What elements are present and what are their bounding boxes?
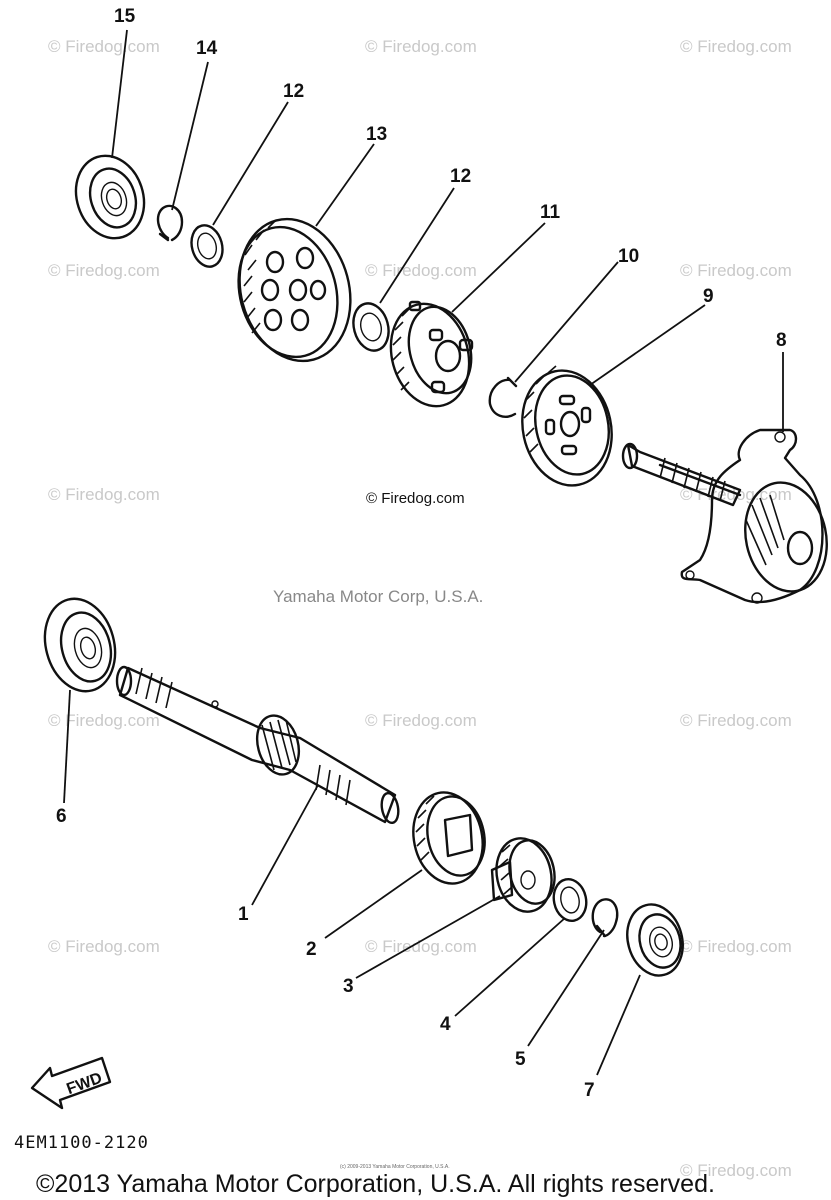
watermark: © Firedog.com	[48, 37, 160, 56]
part-1-main-shaft	[115, 665, 400, 825]
watermark: © Firedog.com	[680, 1161, 792, 1180]
watermark: © Firedog.com	[680, 711, 792, 730]
callout-2: 2	[306, 939, 317, 960]
fwd-label: FWD	[64, 1070, 104, 1098]
part-14-circlip	[156, 204, 184, 242]
part-4-washer	[552, 877, 588, 923]
callout-13: 13	[366, 124, 387, 145]
callout-14: 14	[196, 38, 218, 59]
part-9-gear-plate	[521, 365, 613, 487]
part-12-washer-lower	[352, 302, 390, 352]
center-watermark: © Firedog.com	[366, 490, 465, 507]
fwd-arrow-icon: FWD	[30, 1056, 112, 1110]
copyright-notice: ©2013 Yamaha Motor Corporation, U.S.A. A…	[36, 1170, 715, 1198]
part-7-bearing	[626, 903, 684, 977]
part-5-circlip	[591, 898, 619, 938]
callout-11: 11	[540, 202, 561, 223]
callout-5: 5	[515, 1049, 526, 1070]
watermark: © Firedog.com	[365, 937, 477, 956]
part-6-bearing	[43, 597, 117, 693]
watermark: © Firedog.com	[365, 37, 477, 56]
callout-9: 9	[703, 286, 714, 307]
part-12-washer-upper	[190, 224, 224, 268]
callout-1: 1	[238, 904, 249, 925]
callout-15: 15	[114, 6, 136, 27]
part-13-gear	[237, 217, 352, 363]
watermark: © Firedog.com	[48, 711, 160, 730]
part-8-shaft-housing	[621, 428, 828, 604]
watermark-layer: © Firedog.com © Firedog.com © Firedog.co…	[48, 37, 792, 1180]
part-10-circlip	[488, 376, 518, 418]
part-15-bearing	[74, 154, 146, 240]
watermark: © Firedog.com	[680, 37, 792, 56]
callout-3: 3	[343, 976, 354, 997]
watermark: © Firedog.com	[680, 937, 792, 956]
part-11-hub	[389, 300, 474, 408]
watermark: © Firedog.com	[365, 261, 477, 280]
company-credit: Yamaha Motor Corp, U.S.A.	[273, 587, 483, 606]
watermark: © Firedog.com	[48, 485, 160, 504]
callout-8: 8	[776, 330, 787, 351]
leader-lines	[63, 29, 784, 1076]
watermark: © Firedog.com	[48, 261, 160, 280]
callouts: 15 14 12 13 12 11 10 9 8 6 1 2 3 4 5 7	[56, 6, 787, 1101]
callout-4: 4	[440, 1014, 451, 1035]
callout-10: 10	[618, 246, 639, 267]
callout-12-lower: 12	[450, 166, 471, 187]
tiny-notice: (c) 2009-2013 Yamaha Motor Corporation, …	[340, 1164, 450, 1170]
callout-12-upper: 12	[283, 81, 304, 102]
part-3-gear	[490, 837, 556, 913]
diagram-code: 4EM1100-2120	[14, 1133, 149, 1153]
watermark: © Firedog.com	[365, 711, 477, 730]
callout-6: 6	[56, 806, 67, 827]
watermark: © Firedog.com	[48, 937, 160, 956]
watermark: © Firedog.com	[680, 261, 792, 280]
callout-7: 7	[584, 1080, 595, 1101]
part-2-hub	[412, 791, 486, 885]
